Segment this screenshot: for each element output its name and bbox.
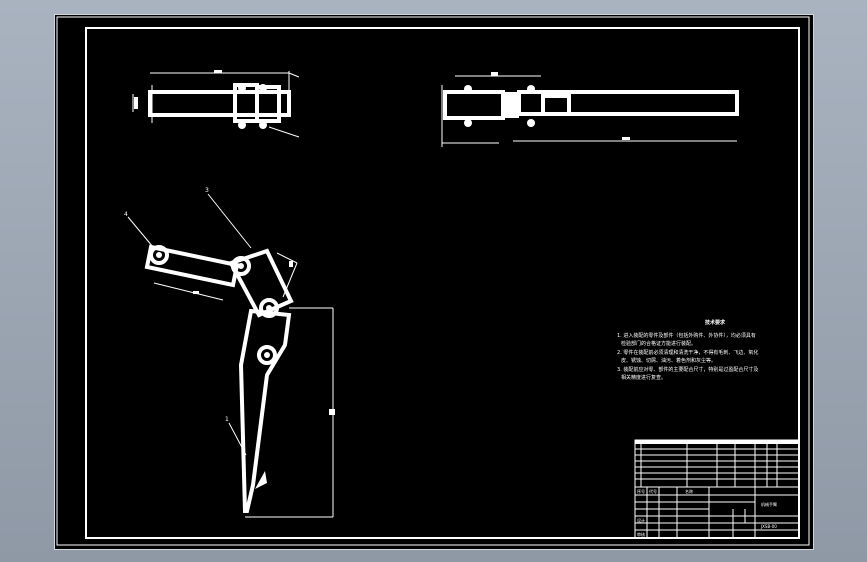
title-block-drawing-name: 机械手臂 [761, 502, 777, 507]
tech-requirement-line: 3. 装配前应对零、部件的主要配合尺寸，特别是过盈配合尺寸及 [617, 367, 759, 373]
tech-requirement-line: 检验部门的合格证方能进行装配。 [621, 341, 697, 347]
drawing-viewport[interactable]: 3 4 1 [54, 14, 814, 550]
sheet-border [56, 16, 810, 546]
tech-requirement-line: 皮、锈蚀、切屑、油污、着色剂和灰尘等。 [621, 358, 717, 364]
tech-requirement-line: 相关精度进行复查。 [621, 375, 667, 381]
title-block-header-seq: 序号 [637, 489, 645, 494]
tech-requirements-title: 技术要求 [704, 320, 725, 326]
cad-drawing: 3 4 1 [56, 16, 810, 546]
tech-requirement-line: 2. 零件在装配前必须清理和清洗干净，不得有毛刺、飞边、氧化 [617, 350, 759, 356]
title-block-sign-design: 设计 [637, 518, 645, 523]
title-block-header-name: 名称 [685, 489, 693, 494]
drawing-frame [85, 27, 800, 539]
top-right-view [441, 72, 739, 147]
title-block-drawing-number: JXSB-00 [761, 524, 777, 529]
top-left-view [132, 70, 300, 138]
title-block-sign-review: 审核 [637, 532, 645, 537]
main-front-view: 3 4 1 [124, 187, 335, 518]
tech-requirement-line: 1. 进入装配的零件及部件（包括外购件、外协件），均必须具有 [617, 333, 756, 339]
title-block [634, 439, 800, 539]
callout-4: 4 [124, 211, 128, 218]
callout-3: 3 [205, 187, 209, 194]
title-block-header-code: 代号 [649, 489, 657, 494]
callout-1: 1 [225, 416, 229, 423]
